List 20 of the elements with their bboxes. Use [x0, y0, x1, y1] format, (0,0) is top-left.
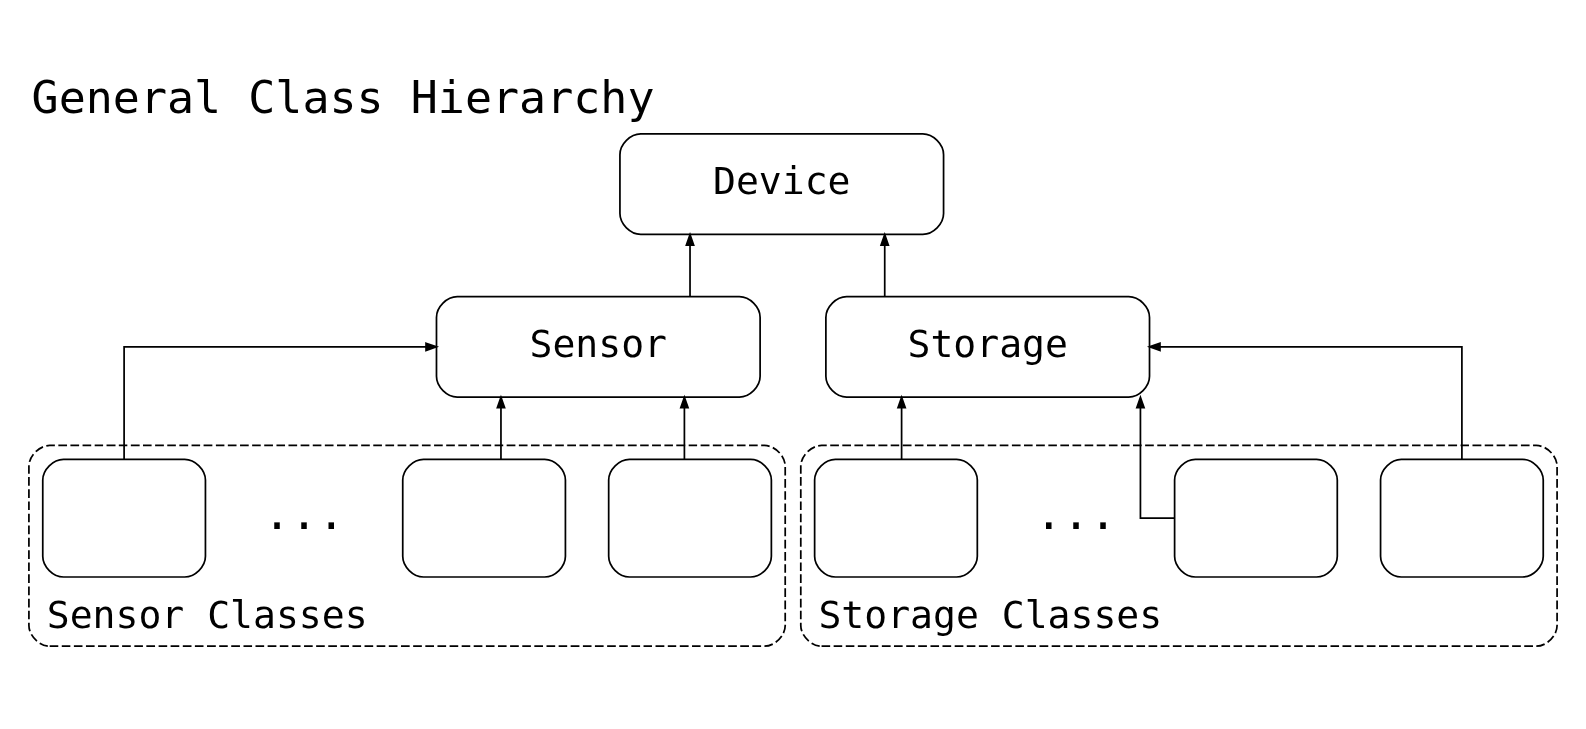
- arrow: [879, 231, 890, 297]
- arrow: [679, 394, 690, 460]
- node-box: [41, 457, 207, 578]
- diagram-title: General Class Hierarchy: [31, 70, 655, 124]
- arrow: [685, 231, 695, 297]
- arrow: [496, 394, 506, 460]
- arrow: [123, 341, 440, 460]
- node-box: [813, 457, 979, 578]
- node-box: Sensor: [435, 295, 761, 398]
- node-box: Storage: [825, 295, 1151, 398]
- label: ...: [1035, 486, 1117, 540]
- node-box: [401, 457, 567, 578]
- node-box: [1379, 457, 1545, 578]
- node-box: [1173, 457, 1339, 578]
- arrow: [1135, 394, 1176, 519]
- node-box: Device: [619, 132, 945, 235]
- node-box: [607, 457, 773, 578]
- arrow: [1146, 341, 1463, 460]
- label: ...: [263, 486, 345, 540]
- arrow: [896, 394, 907, 460]
